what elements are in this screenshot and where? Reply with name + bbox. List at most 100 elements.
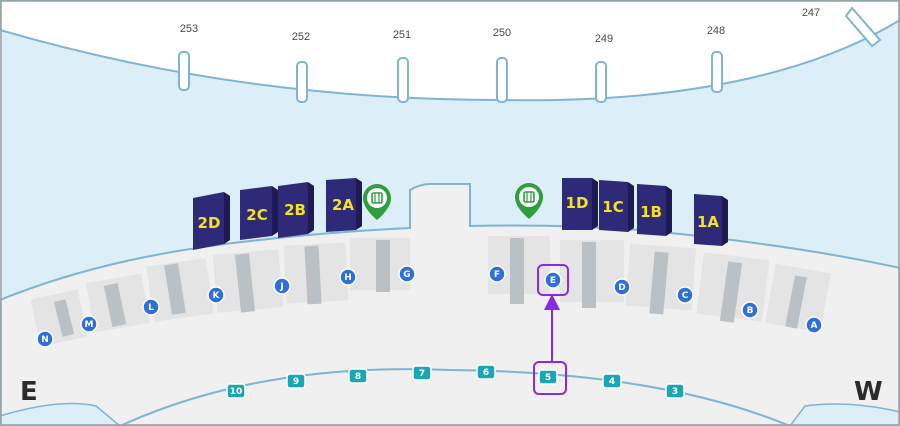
door-pin-3-label: 3 bbox=[672, 387, 678, 397]
lower-road bbox=[119, 368, 791, 426]
door-pin-6[interactable]: 6 bbox=[476, 364, 496, 380]
door-pin-7-label: 7 bbox=[419, 369, 425, 379]
gate-label-248: 248 bbox=[707, 25, 725, 37]
gate-label-247: 247 bbox=[802, 7, 820, 19]
gate-pin-l-label: L bbox=[148, 303, 154, 313]
gate-pin-f-marker bbox=[488, 265, 506, 283]
gate-label-249: 249 bbox=[595, 33, 613, 45]
gate-pin-k-marker bbox=[207, 286, 225, 304]
gate-pin-k-label: K bbox=[213, 291, 221, 301]
gate-pin-e-label: E bbox=[550, 276, 556, 286]
pillar-1A: 1A bbox=[694, 194, 728, 246]
lower-pins: 10 9 8 7 6 5 4 3 bbox=[226, 364, 685, 399]
gate-pin-j-label: J bbox=[279, 282, 283, 292]
gate-pin-c-marker bbox=[676, 286, 694, 304]
door-pin-4[interactable]: 4 bbox=[602, 373, 622, 389]
gate-pin-d[interactable]: D bbox=[613, 278, 631, 296]
gate-pin-a[interactable]: A bbox=[805, 316, 823, 334]
pillar-label: 2D bbox=[198, 214, 221, 232]
door-pin-3-marker bbox=[665, 383, 685, 399]
door-pin-7-marker bbox=[412, 365, 432, 381]
gate-pin-l[interactable]: L bbox=[142, 298, 160, 316]
gate-pin-g[interactable]: G bbox=[398, 265, 416, 283]
compass-west-label: W bbox=[854, 377, 883, 407]
top-gate-labels: 253 252 251 250 249 248 247 bbox=[180, 7, 820, 45]
highlight-box-lower bbox=[533, 361, 567, 395]
gate-pin-f-label: F bbox=[494, 270, 500, 280]
gate-pin-h[interactable]: H bbox=[339, 268, 357, 286]
gate-pin-n-marker bbox=[36, 330, 54, 348]
door-pin-9-label: 9 bbox=[293, 377, 299, 387]
pillar-2B: 2B bbox=[278, 182, 314, 238]
gate-pin-b-marker bbox=[741, 301, 759, 319]
gate-pin-k[interactable]: K bbox=[207, 286, 225, 304]
gate-pin-m-marker bbox=[80, 315, 98, 333]
gate-pin-h-marker bbox=[339, 268, 357, 286]
door-pin-7[interactable]: 7 bbox=[412, 365, 432, 381]
gate-pin-d-label: D bbox=[618, 283, 625, 293]
gate-pin-m-label: M bbox=[85, 320, 94, 330]
gate-pin-d-marker bbox=[613, 278, 631, 296]
door-pin-5-label: 5 bbox=[545, 373, 551, 383]
door-pin-9-marker bbox=[286, 373, 306, 389]
gate-pin-h-label: H bbox=[344, 273, 352, 283]
gate-pin-g-label: G bbox=[403, 270, 410, 280]
door-pin-10-label: 10 bbox=[230, 387, 243, 397]
door-pin-5-marker bbox=[538, 369, 558, 385]
top-jetways bbox=[178, 6, 882, 103]
baggage-claim-icon[interactable] bbox=[363, 184, 391, 220]
door-pin-3[interactable]: 3 bbox=[665, 383, 685, 399]
door-pin-5[interactable]: 5 bbox=[538, 369, 558, 385]
pillar-label: 1D bbox=[566, 194, 589, 212]
pillar-label: 2B bbox=[284, 201, 306, 219]
pillar-label: 1A bbox=[697, 213, 719, 231]
pillar-1B: 1B bbox=[637, 184, 672, 236]
gate-pin-a-marker bbox=[805, 316, 823, 334]
gate-pin-e-marker bbox=[544, 271, 562, 289]
gate-pin-j[interactable]: J bbox=[273, 277, 291, 295]
pillar-label: 2A bbox=[332, 196, 354, 214]
door-pin-8-marker bbox=[348, 368, 368, 384]
gate-pin-c-label: C bbox=[682, 291, 689, 301]
gate-label-253: 253 bbox=[180, 23, 198, 35]
gate-pin-m[interactable]: M bbox=[80, 315, 98, 333]
door-pin-9[interactable]: 9 bbox=[286, 373, 306, 389]
gate-pin-n-label: N bbox=[41, 335, 49, 345]
pillars-left: 2D 2C 2B 2A bbox=[193, 178, 362, 250]
pillar-1C: 1C bbox=[599, 180, 634, 232]
pillar-2C: 2C bbox=[240, 186, 278, 240]
pillars-right: 1D 1C 1B 1A bbox=[562, 178, 728, 246]
gate-label-250: 250 bbox=[493, 27, 511, 39]
gate-pin-f[interactable]: F bbox=[488, 265, 506, 283]
pillar-2A: 2A bbox=[326, 178, 362, 232]
lower-water-right bbox=[789, 403, 900, 426]
gate-pin-b-label: B bbox=[747, 306, 754, 316]
concourse-jetways bbox=[53, 238, 807, 337]
lower-water-left bbox=[0, 402, 122, 426]
door-pin-10-marker bbox=[226, 383, 246, 399]
gate-pin-c[interactable]: C bbox=[676, 286, 694, 304]
pillar-label: 1B bbox=[640, 203, 662, 221]
gate-pin-l-marker bbox=[142, 298, 160, 316]
gate-label-252: 252 bbox=[292, 31, 310, 43]
door-pin-6-marker bbox=[476, 364, 496, 380]
pillar-2D: 2D bbox=[193, 192, 230, 250]
compass-east-label: E bbox=[20, 377, 38, 407]
gate-pin-b[interactable]: B bbox=[741, 301, 759, 319]
door-pin-10[interactable]: 10 bbox=[226, 383, 246, 399]
door-pin-6-label: 6 bbox=[483, 368, 489, 378]
door-pin-8[interactable]: 8 bbox=[348, 368, 368, 384]
gate-pin-g-marker bbox=[398, 265, 416, 283]
pillar-label: 2C bbox=[246, 206, 267, 224]
gate-pin-j-marker bbox=[273, 277, 291, 295]
gate-pin-e[interactable]: E bbox=[544, 271, 562, 289]
gate-pin-n[interactable]: N bbox=[36, 330, 54, 348]
pillar-1D: 1D bbox=[562, 178, 598, 230]
gate-pin-a-label: A bbox=[811, 321, 818, 331]
door-pin-4-marker bbox=[602, 373, 622, 389]
baggage-claim-icon[interactable] bbox=[515, 183, 543, 219]
door-pin-4-label: 4 bbox=[609, 377, 615, 387]
concourse-pins: N M L K J H G F E D C B A bbox=[36, 265, 823, 348]
